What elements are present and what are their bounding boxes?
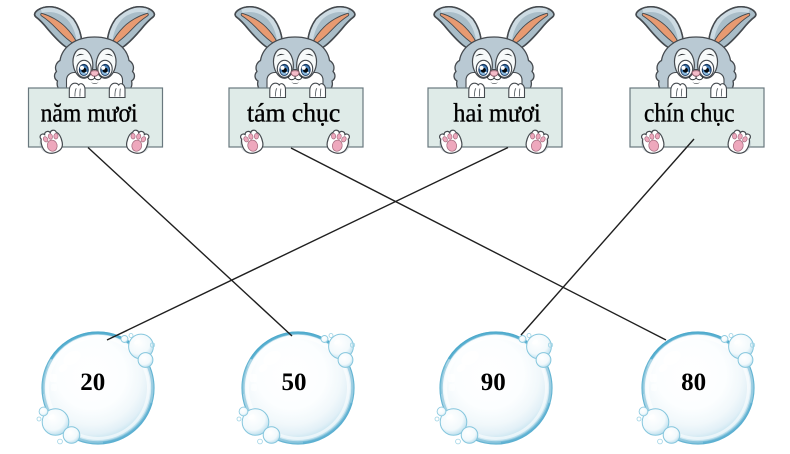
svg-text:50: 50 — [282, 369, 307, 396]
svg-text:tám chục: tám chục — [247, 98, 340, 127]
svg-text:chín chục: chín chục — [644, 98, 735, 127]
svg-text:90: 90 — [481, 369, 506, 396]
svg-text:80: 80 — [681, 369, 706, 396]
svg-text:hai mươi: hai mươi — [453, 98, 540, 127]
svg-text:20: 20 — [80, 369, 105, 396]
svg-text:năm mươi: năm mươi — [41, 98, 138, 127]
